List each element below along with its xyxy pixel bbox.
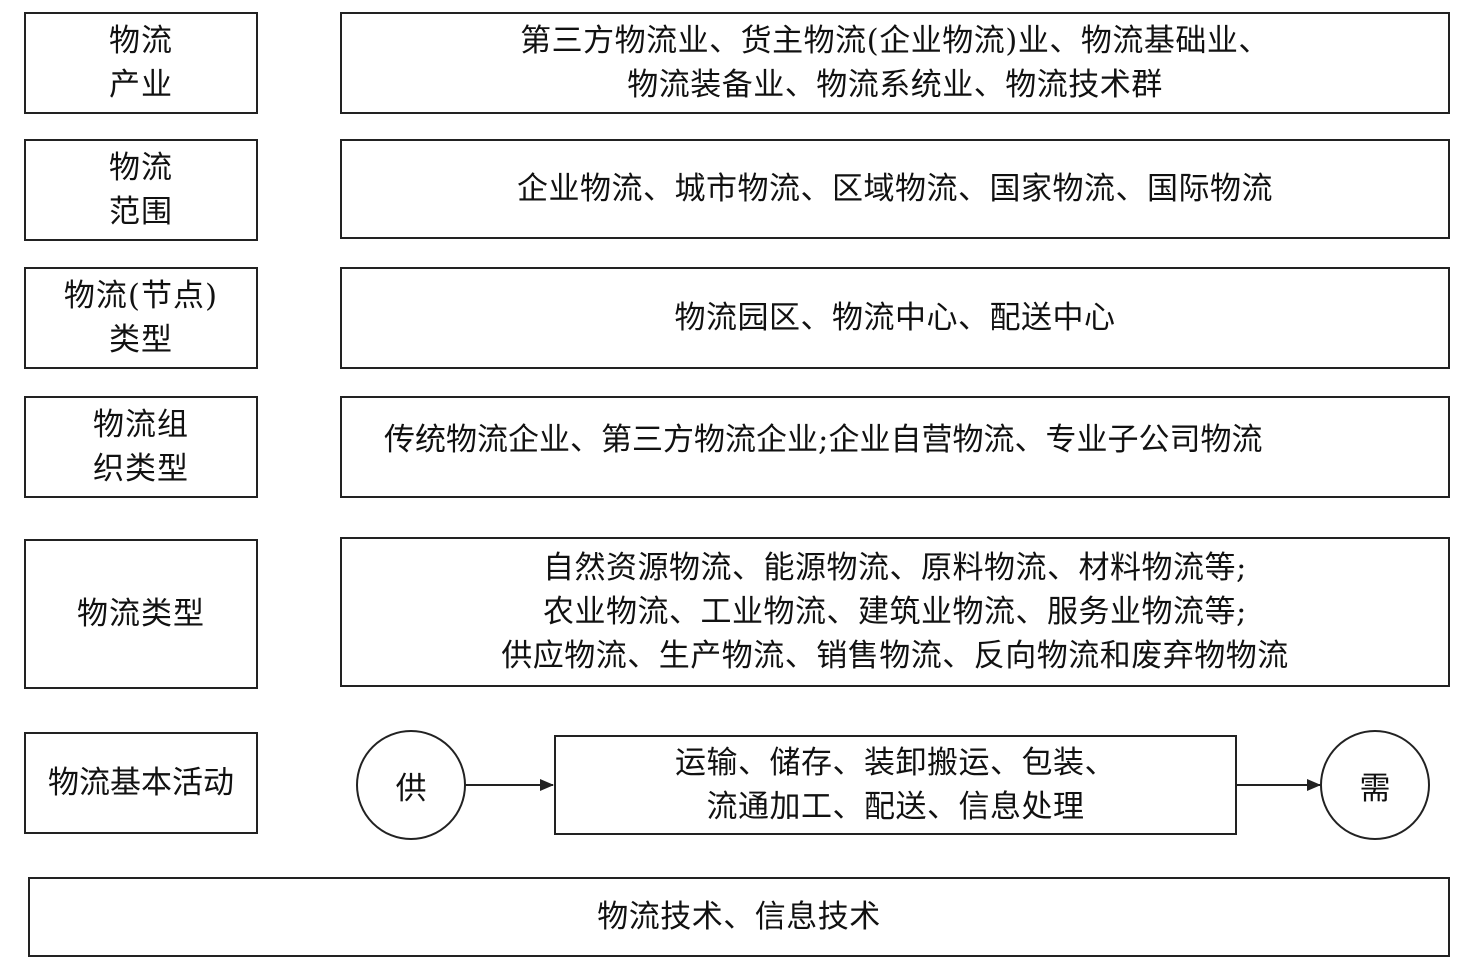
label-org-type: 物流组 织类型 <box>24 396 258 498</box>
content-line: 自然资源物流、能源物流、原料物流、材料物流等; <box>543 550 1247 586</box>
content-line: 第三方物流业、货主物流(企业物流)业、物流基础业、 <box>520 23 1270 59</box>
label-line: 范围 <box>109 194 173 230</box>
label-logistics-type: 物流类型 <box>24 539 258 689</box>
label-basic-activity: 物流基本活动 <box>24 732 258 834</box>
content-line: 农业物流、工业物流、建筑业物流、服务业物流等; <box>543 594 1247 630</box>
label-line: 物流(节点) <box>63 278 219 314</box>
label-line: 物流基本活动 <box>48 765 234 801</box>
label-scope: 物流 范围 <box>24 139 258 241</box>
label-line: 类型 <box>109 322 173 358</box>
label-line: 物流 <box>109 150 173 186</box>
label-node-type: 物流(节点) 类型 <box>24 267 258 369</box>
content-node-type: 物流园区、物流中心、配送中心 <box>340 267 1450 369</box>
content-industry: 第三方物流业、货主物流(企业物流)业、物流基础业、 物流装备业、物流系统业、物流… <box>340 12 1450 114</box>
content-scope: 企业物流、城市物流、区域物流、国家物流、国际物流 <box>340 139 1450 239</box>
content-line: 传统物流企业、第三方物流企业;企业自营物流、专业子公司物流 <box>384 422 1263 458</box>
label-line: 织类型 <box>93 451 189 487</box>
supply-node: 供 <box>356 730 466 840</box>
content-line: 企业物流、城市物流、区域物流、国家物流、国际物流 <box>517 171 1273 207</box>
content-org-type: 传统物流企业、第三方物流企业;企业自营物流、专业子公司物流 <box>340 396 1450 498</box>
demand-label: 需 <box>1359 770 1391 807</box>
footer-text: 物流技术、信息技术 <box>597 899 881 935</box>
label-line: 物流 <box>109 23 173 59</box>
label-line: 物流组 <box>93 407 189 443</box>
content-logistics-type: 自然资源物流、能源物流、原料物流、材料物流等; 农业物流、工业物流、建筑业物流、… <box>340 537 1450 687</box>
label-line: 物流类型 <box>77 596 205 632</box>
content-line: 运输、储存、装卸搬运、包装、 <box>675 745 1116 781</box>
supply-label: 供 <box>395 770 427 807</box>
activity-content: 运输、储存、装卸搬运、包装、 流通加工、配送、信息处理 <box>554 735 1237 835</box>
footer-technology: 物流技术、信息技术 <box>28 877 1450 957</box>
content-line: 物流园区、物流中心、配送中心 <box>674 300 1116 336</box>
label-line: 产业 <box>109 67 173 103</box>
content-line: 物流装备业、物流系统业、物流技术群 <box>627 67 1163 103</box>
content-line: 流通加工、配送、信息处理 <box>706 789 1085 825</box>
demand-node: 需 <box>1320 730 1430 840</box>
label-industry: 物流 产业 <box>24 12 258 114</box>
content-line: 供应物流、生产物流、销售物流、反向物流和废弃物物流 <box>501 638 1289 674</box>
